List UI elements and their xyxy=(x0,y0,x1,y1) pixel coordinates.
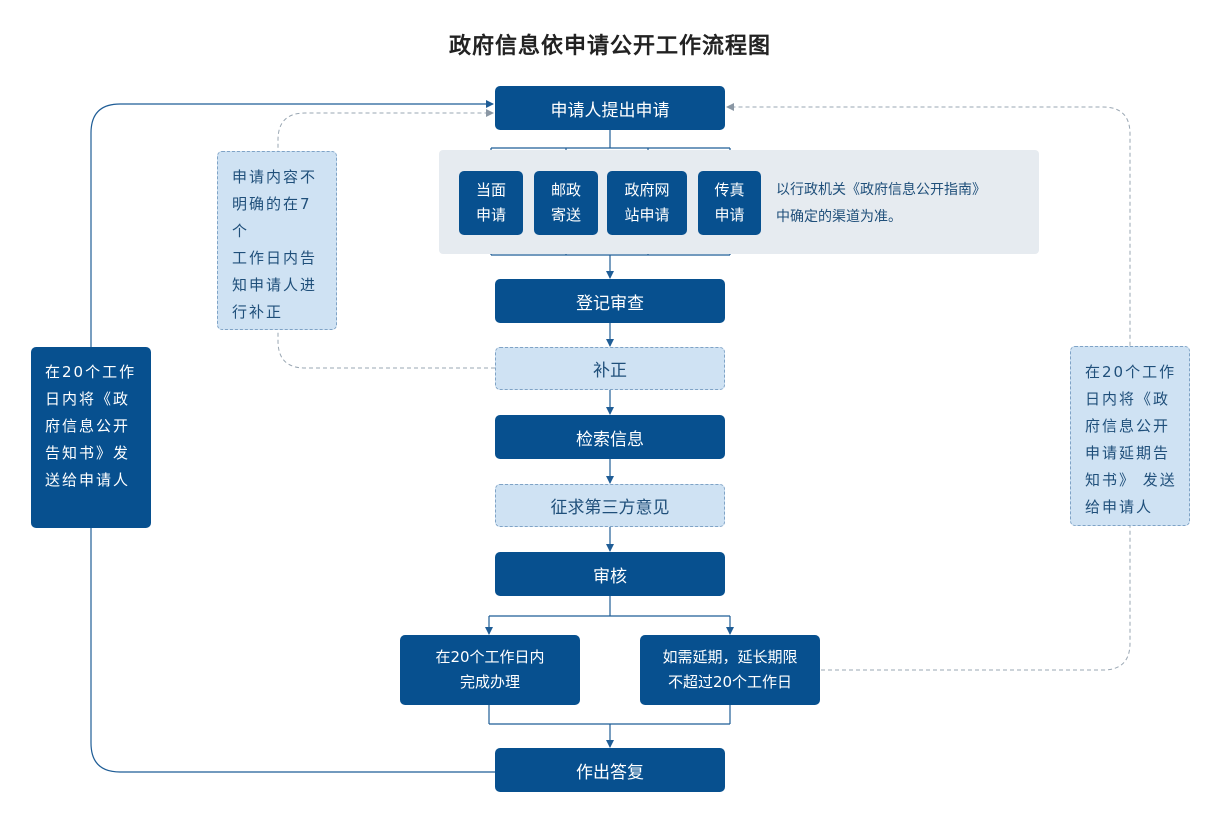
note-line: 在20个工作 xyxy=(45,363,137,381)
note-line: 给申请人 xyxy=(1085,498,1154,516)
step-review: 审核 xyxy=(495,552,725,596)
note-line: 申请内容不 xyxy=(232,168,318,186)
channel-label: 站申请 xyxy=(624,206,670,224)
channel-label: 邮政 xyxy=(550,181,581,199)
channel-note: 以行政机关《政府信息公开指南》 中确定的渠道为准。 xyxy=(776,177,986,231)
channel-label: 政府网 xyxy=(624,181,670,199)
channel-post: 邮政 寄送 xyxy=(534,171,598,235)
step-review-label: 审核 xyxy=(593,566,627,587)
channel-in-person: 当面 申请 xyxy=(459,171,523,235)
branch-extend-line: 如需延期，延长期限 xyxy=(662,648,798,666)
note-disclosure-notice: 在20个工作 日内将《政 府信息公开 告知书》发 送给申请人 xyxy=(31,347,151,528)
step-apply-label: 申请人提出申请 xyxy=(550,100,670,121)
step-apply: 申请人提出申请 xyxy=(495,86,725,130)
branch-complete-line: 完成办理 xyxy=(459,673,520,691)
step-register-label: 登记审查 xyxy=(576,293,644,314)
note-line: 府信息公开 xyxy=(1085,417,1171,435)
channel-label: 当面 xyxy=(475,181,506,199)
note-line: 日内将《政 xyxy=(1085,390,1171,408)
note-unclear-content: 申请内容不 明确的在7个 工作日内告 知申请人进 行补正 xyxy=(217,151,337,330)
channel-label: 申请 xyxy=(714,206,745,224)
note-line: 告知书》发 xyxy=(45,444,131,462)
step-correct: 补正 xyxy=(495,347,725,390)
step-retrieve-label: 检索信息 xyxy=(576,429,644,450)
note-line: 知书》 发送 xyxy=(1085,471,1177,489)
channel-label: 申请 xyxy=(475,206,506,224)
step-register: 登记审查 xyxy=(495,279,725,323)
channel-note-line: 中确定的渠道为准。 xyxy=(776,209,902,225)
note-line: 府信息公开 xyxy=(45,417,131,435)
channel-website: 政府网 站申请 xyxy=(607,171,687,235)
step-retrieve: 检索信息 xyxy=(495,415,725,459)
note-line: 日内将《政 xyxy=(45,390,131,408)
step-reply: 作出答复 xyxy=(495,748,725,792)
channel-label: 寄送 xyxy=(550,206,581,224)
branch-extend: 如需延期，延长期限 不超过20个工作日 xyxy=(640,635,820,705)
branch-extend-line: 不超过20个工作日 xyxy=(667,673,793,691)
branch-complete: 在20个工作日内 完成办理 xyxy=(400,635,580,705)
channel-fax: 传真 申请 xyxy=(698,171,761,235)
step-third-party-label: 征求第三方意见 xyxy=(550,498,670,518)
branch-complete-line: 在20个工作日内 xyxy=(435,648,545,666)
note-line: 申请延期告 xyxy=(1085,444,1171,462)
note-extension-notice: 在20个工作 日内将《政 府信息公开 申请延期告 知书》 发送 给申请人 xyxy=(1070,346,1190,526)
note-line: 行补正 xyxy=(232,303,284,321)
note-line: 送给申请人 xyxy=(45,471,131,489)
step-correct-label: 补正 xyxy=(593,361,627,381)
channel-note-line: 以行政机关《政府信息公开指南》 xyxy=(776,182,986,198)
note-line: 在20个工作 xyxy=(1085,363,1177,381)
channel-label: 传真 xyxy=(714,181,745,199)
note-line: 明确的在7个 xyxy=(232,195,312,240)
note-line: 工作日内告 xyxy=(232,249,318,267)
step-reply-label: 作出答复 xyxy=(576,762,644,783)
page-title: 政府信息依申请公开工作流程图 xyxy=(448,34,771,59)
step-third-party: 征求第三方意见 xyxy=(495,484,725,527)
note-line: 知申请人进 xyxy=(232,276,318,294)
